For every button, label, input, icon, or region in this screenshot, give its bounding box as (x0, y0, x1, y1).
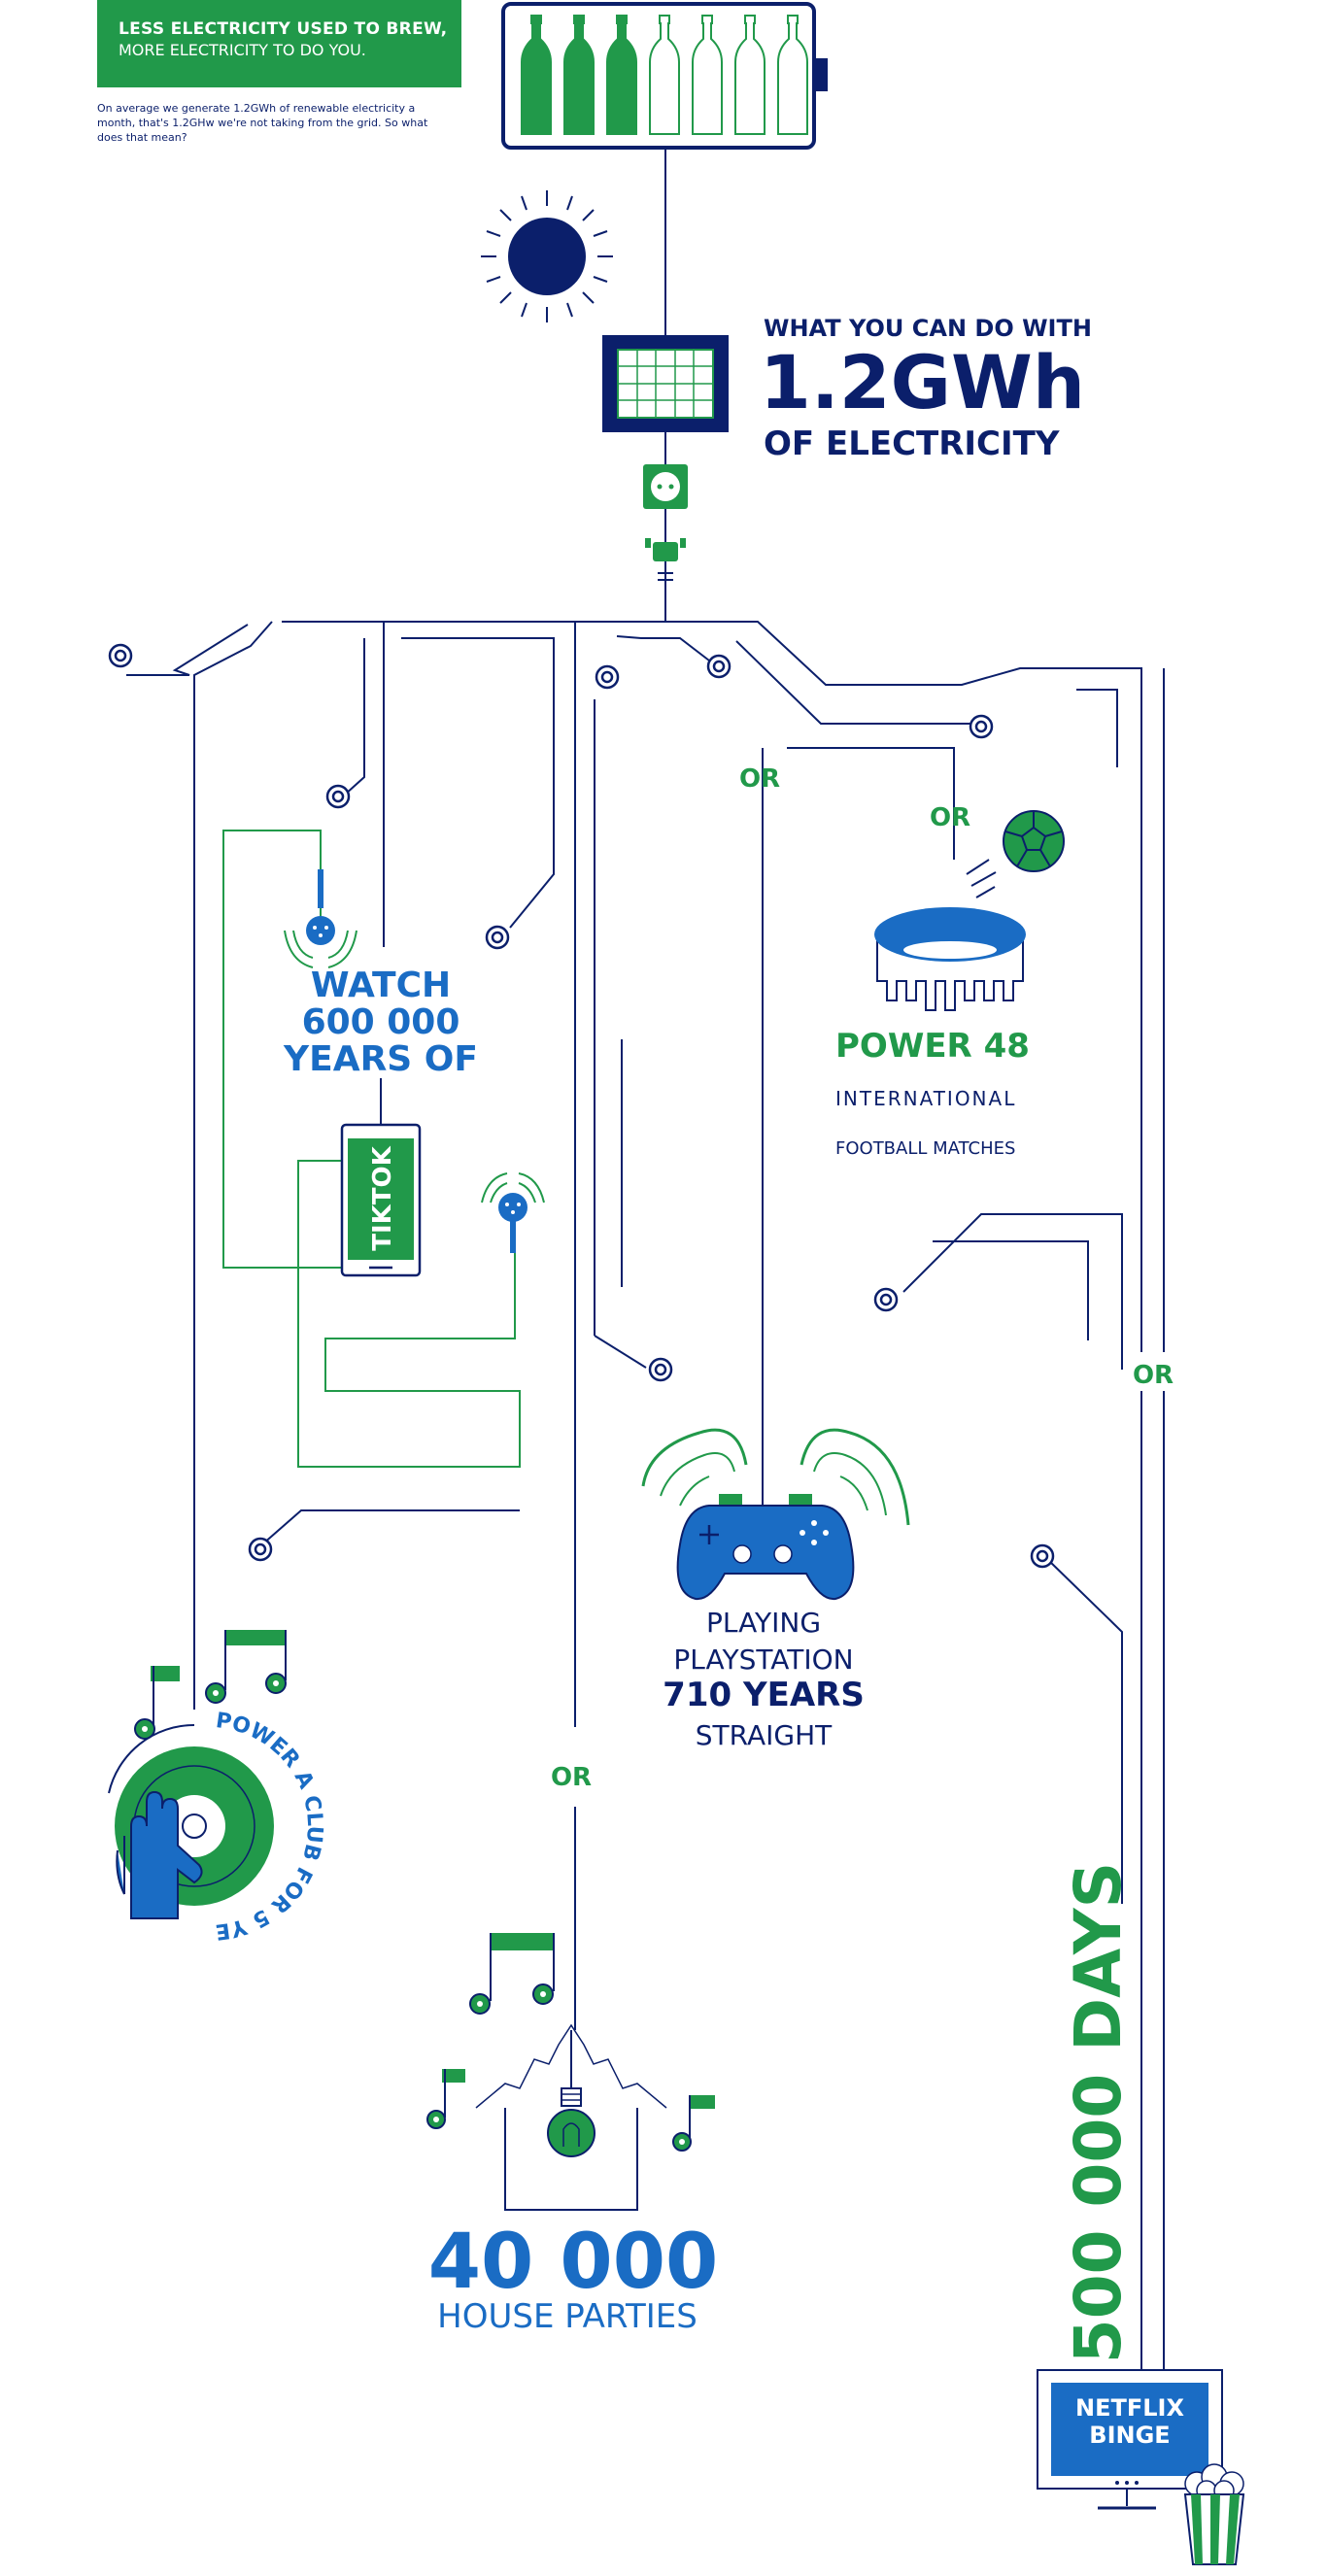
plug-icon (645, 538, 686, 622)
tiktok-line2: 600 000 (302, 1002, 460, 1042)
beer-bottle-icon (521, 15, 552, 135)
music-note-icon (134, 1666, 180, 1740)
earbud-icon (481, 1172, 545, 1253)
beer-bottle-icon (777, 15, 808, 135)
intro-description: On average we generate 1.2GWh of renewab… (97, 102, 428, 144)
playstation-line3: 710 YEARS (663, 1676, 865, 1714)
or-label-1: OR (739, 764, 780, 794)
parties-label: HOUSE PARTIES (437, 2297, 698, 2336)
football-line3: FOOTBALL MATCHES (835, 1138, 1015, 1159)
netflix-screen-line2: BINGE (1089, 2422, 1170, 2449)
intro-headline-line2: MORE ELECTRICITY TO DO YOU. (119, 41, 366, 59)
netflix-days: 500 000 DAYS (1061, 1862, 1136, 2363)
phone-icon: TIKTOK (340, 1123, 422, 1277)
popcorn-icon (1183, 2463, 1245, 2565)
beer-bottles (521, 15, 808, 135)
earbud-icon (284, 869, 357, 968)
playstation-line1: PLAYING (706, 1607, 821, 1639)
music-note-icon (426, 2069, 465, 2129)
parties-number: 40 000 (428, 2219, 719, 2306)
tiktok-line1: WATCH (311, 966, 451, 1005)
title-line1: WHAT YOU CAN DO WITH (764, 315, 1092, 342)
beer-bottle-icon (692, 15, 723, 135)
hand-icon (116, 1790, 203, 1919)
tiktok-stat: WATCH 600 000 YEARS OF (283, 966, 478, 1079)
playstation-stat: PLAYING PLAYSTATION 710 YEARS STRAIGHT (663, 1607, 865, 1751)
intro-headline-line1: LESS ELECTRICITY USED TO BREW, (119, 19, 448, 39)
tiktok-phone-label: TIKTOK (368, 1145, 397, 1250)
circuit-nodes (108, 643, 1055, 1569)
green-wires (222, 830, 521, 1468)
stadium-icon (874, 907, 1026, 1011)
beer-bottle-icon (649, 15, 680, 135)
title-line2: 1.2GWh (760, 339, 1085, 425)
football-stat: POWER 48 INTERNATIONAL FOOTBALL MATCHES (835, 1027, 1030, 1159)
solar-panel-icon (602, 335, 729, 432)
house-icon (475, 2023, 667, 2211)
beer-bottle-icon (606, 15, 637, 135)
or-label-2: OR (930, 803, 970, 832)
light-bulb-icon (547, 2030, 595, 2157)
football-icon (966, 810, 1065, 898)
football-line1: POWER 48 (835, 1027, 1030, 1066)
netflix-screen-line1: NETFLIX (1075, 2394, 1184, 2422)
club-text: POWER A CLUB FOR 5 YEARS (0, 0, 326, 1944)
football-line2: INTERNATIONAL (835, 1087, 1016, 1110)
tiktok-line3: YEARS OF (283, 1039, 478, 1079)
intro-banner: LESS ELECTRICITY USED TO BREW, MORE ELEC… (97, 0, 461, 87)
music-note-icon (469, 1933, 555, 2015)
circuit-lines (126, 146, 1165, 2370)
beer-bottle-icon (563, 15, 595, 135)
game-controller-icon (641, 1428, 910, 1601)
club-arc-text: POWER A CLUB FOR 5 YEARS (0, 0, 326, 1944)
music-note-icon (205, 1630, 287, 1704)
or-label-3: OR (551, 1763, 592, 1792)
title-line3: OF ELECTRICITY (764, 424, 1060, 463)
playstation-line2: PLAYSTATION (673, 1644, 853, 1676)
playstation-line4: STRAIGHT (696, 1719, 833, 1751)
tv-icon: NETFLIX BINGE (1037, 2369, 1223, 2510)
parties-stat: 40 000 HOUSE PARTIES (428, 2219, 719, 2336)
power-socket-icon (643, 464, 688, 509)
main-title: WHAT YOU CAN DO WITH 1.2GWh OF ELECTRICI… (760, 315, 1092, 463)
or-label-4: OR (1133, 1361, 1174, 1390)
beer-bottle-icon (734, 15, 766, 135)
music-note-icon (672, 2095, 715, 2152)
sun-icon (481, 190, 613, 322)
